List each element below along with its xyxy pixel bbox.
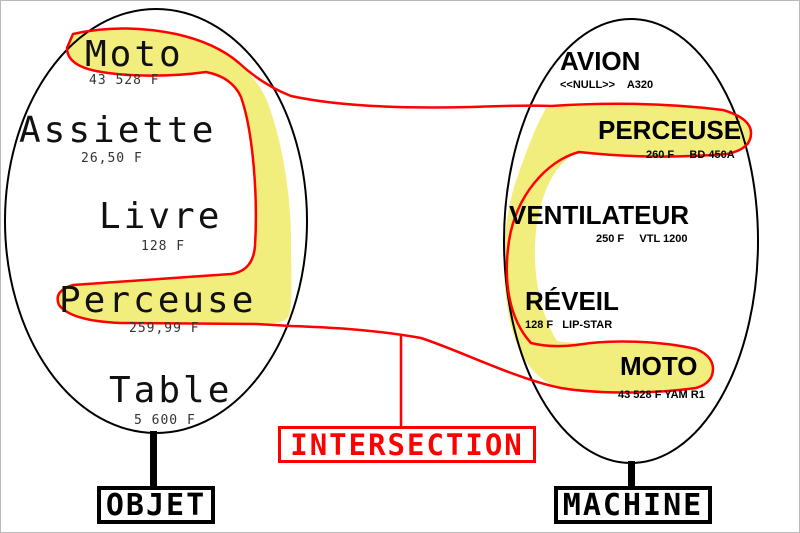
left-item-price: 259,99 F — [129, 321, 200, 336]
left-highlight-region — [57, 28, 292, 325]
right-item-detail: 250 F VTL 1200 — [596, 233, 688, 245]
right-item-detail: 128 F LIP-STAR — [525, 319, 613, 331]
left-item-price: 43 528 F — [89, 73, 160, 88]
intersection-label: INTERSECTION — [278, 426, 536, 463]
left-set-label: OBJET — [97, 486, 215, 524]
left-set-stem — [150, 431, 157, 487]
right-item-name: PERCEUSE — [598, 115, 742, 145]
right-item-name: MOTO — [620, 351, 698, 381]
left-item-name: Moto — [85, 34, 184, 75]
left-item-name: Table — [109, 370, 233, 411]
right-set-stem — [628, 461, 635, 488]
intersection-outline — [56, 27, 753, 394]
right-highlight-region — [504, 104, 751, 392]
right-item-detail: 43 528 F YAM R1 — [618, 389, 705, 401]
right-set-label: MACHINE — [554, 486, 712, 524]
left-item-price: 128 F — [141, 239, 186, 254]
right-item-name: RÉVEIL — [525, 286, 619, 316]
left-item-price: 26,50 F — [81, 151, 143, 166]
right-item-detail: <<NULL>> A320 — [560, 79, 654, 91]
right-item-name: AVION — [560, 46, 641, 76]
left-item-price: 5 600 F — [134, 413, 196, 428]
right-item-name: VENTILATEUR — [509, 200, 690, 230]
right-item-detail: 260 F BD 450A — [646, 149, 735, 161]
left-item-name: Livre — [99, 196, 223, 237]
left-item-name: Assiette — [19, 110, 217, 151]
left-item-name: Perceuse — [59, 280, 257, 321]
